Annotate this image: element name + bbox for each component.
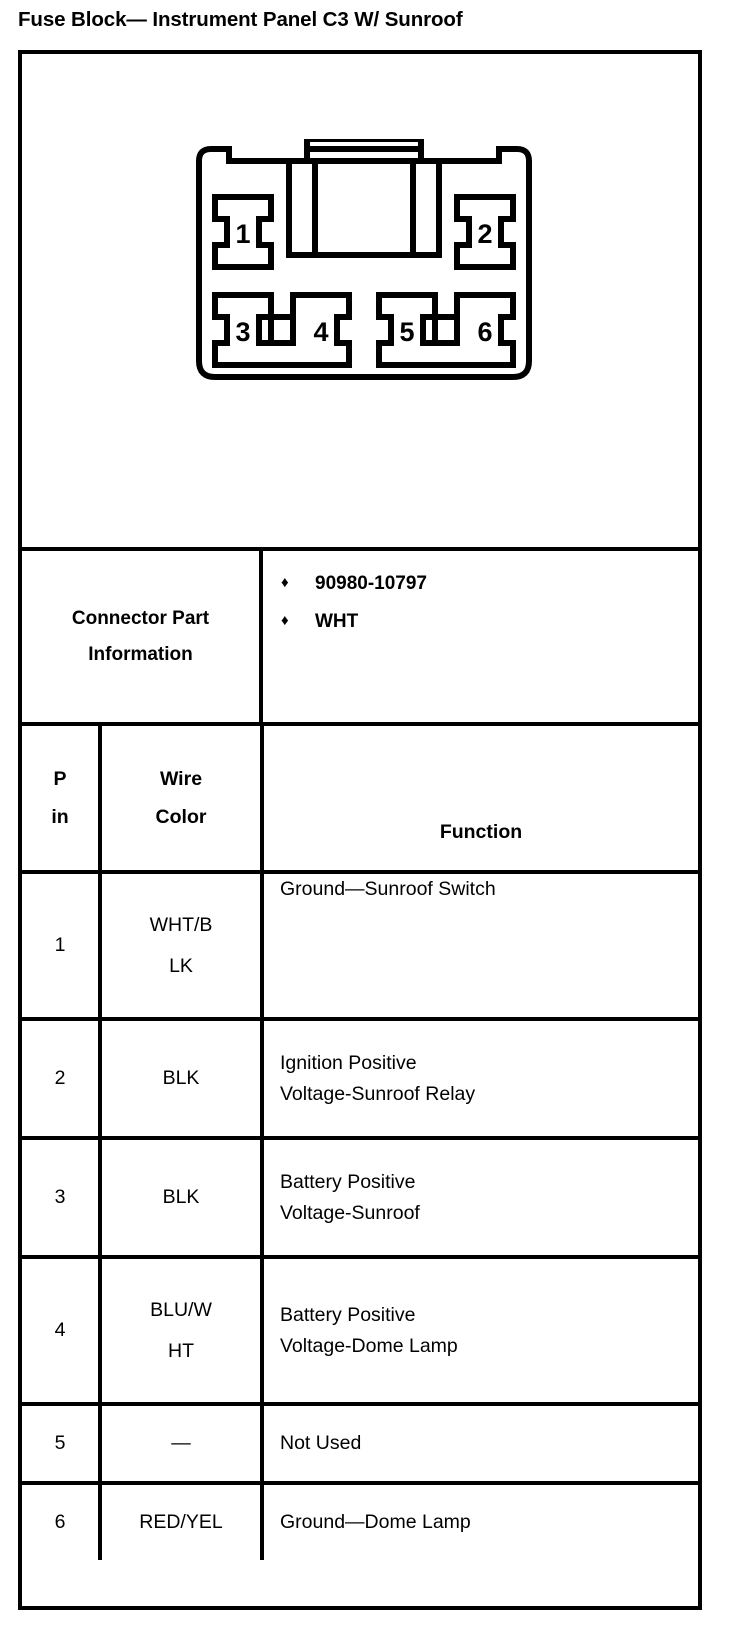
pin-assignment-table: P in Wire Color Function 1 WHT/B LK bbox=[22, 726, 698, 1560]
table-row: 6 RED/YEL Ground—Dome Lamp bbox=[22, 1483, 698, 1560]
connector-body-outline bbox=[196, 146, 532, 380]
cavity-3-4-separator bbox=[268, 314, 296, 346]
table-header-row: P in Wire Color Function bbox=[22, 726, 698, 874]
cpi-label-line1: Connector Part bbox=[71, 608, 210, 630]
connector-part-information-row: Connector Part Information ♦ 90980-10797… bbox=[22, 551, 698, 726]
header-color-line1: Wire bbox=[159, 767, 203, 790]
cavity-group-3-4 bbox=[212, 292, 352, 368]
cell-wire-color: BLK bbox=[100, 1019, 264, 1140]
connector-part-information-label: Connector Part Information bbox=[22, 551, 263, 722]
function-line1: Ignition Positive bbox=[280, 1052, 417, 1075]
connector-info-frame: 1 2 3 4 5 6 Connector Part bbox=[18, 50, 702, 1610]
latch-tab-column bbox=[312, 158, 416, 258]
cavity-3-number: 3 bbox=[235, 317, 250, 347]
cavity-6-number: 6 bbox=[477, 317, 492, 347]
cpi-label-line2: Information bbox=[88, 643, 193, 665]
list-item: ♦ 90980-10797 bbox=[281, 573, 698, 595]
table-row: 3 BLK Battery Positive Voltage-Sunroof bbox=[22, 1138, 698, 1259]
cell-wire-color: — bbox=[100, 1404, 264, 1485]
cell-wire-color: RED/YEL bbox=[100, 1483, 264, 1560]
cavity-1 bbox=[212, 194, 274, 270]
cavity-4-number: 4 bbox=[313, 317, 328, 347]
cavity-group-5-6 bbox=[376, 292, 516, 368]
latch-tab-bar bbox=[304, 139, 424, 164]
cell-function: Ground—Dome Lamp bbox=[262, 1483, 698, 1560]
cell-pin: 2 bbox=[22, 1019, 102, 1140]
function-line1: Not Used bbox=[280, 1432, 362, 1455]
cell-pin: 1 bbox=[22, 872, 102, 1021]
cavity-5-6-separator bbox=[432, 314, 460, 346]
cell-pin: 4 bbox=[22, 1257, 102, 1406]
cell-pin: 6 bbox=[22, 1483, 102, 1560]
bullet-icon: ♦ bbox=[281, 574, 289, 591]
cell-wire-color: BLU/W HT bbox=[100, 1257, 264, 1406]
function-line1: Ground—Sunroof Switch bbox=[280, 878, 496, 900]
header-pin-line2: in bbox=[51, 806, 69, 828]
header-color-line2: Color bbox=[155, 806, 207, 828]
cell-wire-color: WHT/B LK bbox=[100, 872, 264, 1021]
cell-function: Ignition Positive Voltage-Sunroof Relay bbox=[262, 1019, 698, 1140]
function-line1: Battery Positive bbox=[280, 1304, 416, 1327]
page-title: Fuse Block— Instrument Panel C3 W/ Sunro… bbox=[18, 8, 463, 31]
table-row: 5 — Not Used bbox=[22, 1404, 698, 1485]
cell-function: Not Used bbox=[262, 1404, 698, 1485]
connector-body-color: WHT bbox=[315, 611, 359, 632]
wire-color-line1: WHT/B bbox=[149, 913, 213, 936]
wire-color-line1: BLU/W bbox=[150, 1298, 212, 1321]
table-row: 2 BLK Ignition Positive Voltage-Sunroof … bbox=[22, 1019, 698, 1140]
column-header-wire-color: Wire Color bbox=[100, 726, 264, 874]
table-row: 4 BLU/W HT Battery Positive Voltage-Dome… bbox=[22, 1257, 698, 1406]
bullet-icon: ♦ bbox=[281, 612, 289, 629]
connector-diagram-cell: 1 2 3 4 5 6 bbox=[22, 54, 698, 551]
function-line1: Ground—Dome Lamp bbox=[280, 1511, 471, 1534]
cavity-2-number: 2 bbox=[477, 219, 492, 249]
cavity-1-number: 1 bbox=[235, 219, 250, 249]
list-item: ♦ WHT bbox=[281, 611, 698, 633]
right-inner-wall bbox=[413, 161, 442, 258]
function-line2: Voltage-Dome Lamp bbox=[280, 1334, 458, 1357]
cell-pin: 5 bbox=[22, 1404, 102, 1485]
header-pin-line1: P bbox=[53, 767, 67, 790]
column-header-pin: P in bbox=[22, 726, 102, 874]
table-row: 1 WHT/B LK Ground—Sunroof Switch bbox=[22, 872, 698, 1021]
column-header-function: Function bbox=[262, 726, 698, 874]
connector-part-information-values: ♦ 90980-10797 ♦ WHT bbox=[263, 551, 698, 722]
cell-pin: 3 bbox=[22, 1138, 102, 1259]
wire-color-line2: LK bbox=[169, 954, 193, 977]
connector-face-diagram: 1 2 3 4 5 6 bbox=[196, 139, 532, 380]
function-line2: Voltage-Sunroof bbox=[280, 1201, 420, 1224]
cavity-2 bbox=[454, 194, 516, 270]
left-inner-wall bbox=[286, 161, 315, 258]
function-line2: Voltage-Sunroof Relay bbox=[280, 1082, 476, 1105]
cavity-5-number: 5 bbox=[399, 317, 414, 347]
cell-function: Battery Positive Voltage-Sunroof bbox=[262, 1138, 698, 1259]
cell-wire-color: BLK bbox=[100, 1138, 264, 1259]
connector-part-number: 90980-10797 bbox=[315, 573, 427, 594]
cell-function: Ground—Sunroof Switch bbox=[262, 872, 698, 1021]
wire-color-line2: HT bbox=[168, 1339, 194, 1362]
cell-function: Battery Positive Voltage-Dome Lamp bbox=[262, 1257, 698, 1406]
function-line1: Battery Positive bbox=[280, 1171, 416, 1194]
